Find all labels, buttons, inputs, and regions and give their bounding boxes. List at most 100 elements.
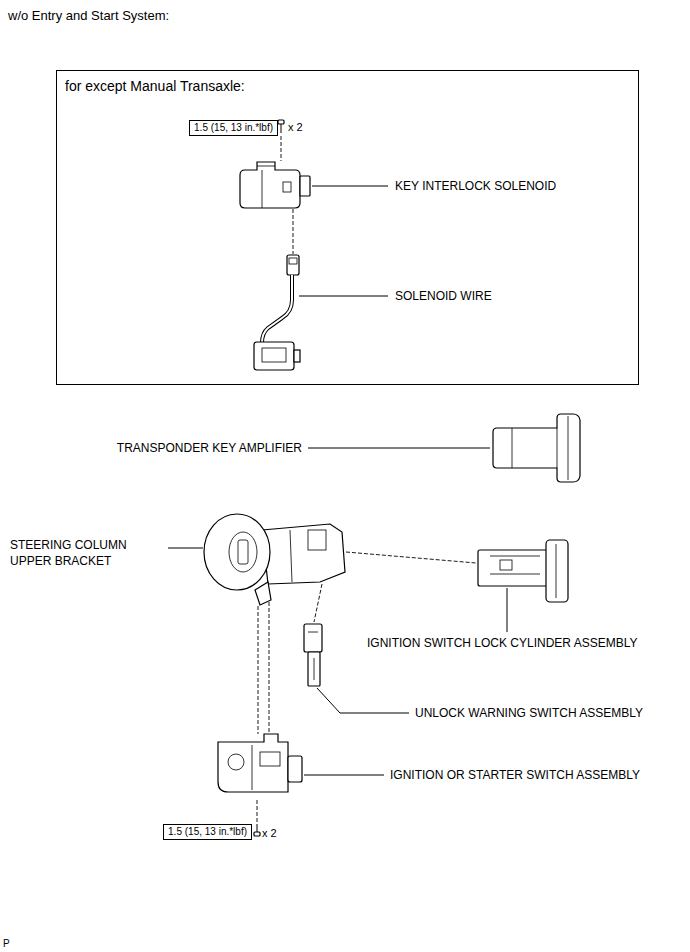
wire-drawing (262, 275, 292, 343)
leader-line (317, 688, 409, 713)
assembly-line (346, 552, 476, 563)
part-label: STEERING COLUMN UPPER BRACKET (10, 537, 160, 569)
title-text: w/o Entry and Start System: (8, 8, 169, 23)
bracket-drawing (204, 514, 270, 590)
label-text: IGNITION SWITCH LOCK CYLINDER ASSEMBLY (367, 635, 638, 651)
group-box: for except Manual Transaxle: 1.5 (15, 13 … (56, 70, 639, 385)
label-text: TRANSPONDER KEY AMPLIFIER (117, 440, 302, 456)
wire-drawing (262, 275, 292, 343)
bracket-drawing (255, 582, 271, 605)
label-text: SOLENOID WIRE (395, 288, 492, 304)
screw-symbol (278, 120, 284, 124)
switch-drawing (308, 632, 318, 633)
ignition-switch-drawing (252, 745, 253, 790)
screw-symbol (278, 120, 284, 133)
solenoid-drawing (300, 176, 310, 196)
label-text: UNLOCK WARNING SWITCH ASSEMBLY (415, 705, 643, 721)
screw-symbol (281, 124, 282, 133)
lock-cylinder-drawing (478, 550, 548, 586)
amplifier-drawing (512, 428, 513, 468)
leader-line (312, 186, 388, 187)
assembly-line (293, 209, 294, 254)
part-label: KEY INTERLOCK SOLENOID (395, 178, 556, 194)
leader-line (304, 775, 384, 776)
bracket-drawing (290, 530, 292, 582)
screw-symbol (254, 832, 260, 836)
part-label: IGNITION OR STARTER SWITCH ASSEMBLY (390, 767, 640, 783)
part-label: x 2 (262, 826, 277, 840)
wire-drawing (254, 255, 300, 370)
amplifier-drawing (493, 414, 580, 482)
lock-cylinder-drawing (556, 544, 557, 598)
leader-line (299, 296, 388, 297)
assembly-line (269, 602, 270, 734)
ignition-switch-drawing (260, 752, 280, 766)
node-text: 1.5 (15, 13 in.*lbf) (168, 826, 247, 838)
node-text: 1.5 (15, 13 in.*lbf) (194, 122, 273, 134)
lock-cylinder-drawing (478, 540, 568, 602)
ignition-switch-drawing (288, 756, 302, 782)
switch-drawing (314, 658, 315, 680)
label-text: IGNITION OR STARTER SWITCH ASSEMBLY (390, 767, 640, 783)
wire-drawing (262, 348, 286, 362)
part-label: TRANSPONDER KEY AMPLIFIER (117, 440, 302, 456)
lock-cylinder-drawing (490, 556, 540, 557)
bracket-drawing (204, 514, 345, 605)
solenoid-drawing (257, 166, 275, 167)
label-text: x 2 (288, 120, 303, 134)
label-text: KEY INTERLOCK SOLENOID (395, 178, 556, 194)
label-text: STEERING COLUMN UPPER BRACKET (10, 537, 160, 569)
leader-line (168, 548, 203, 549)
bracket-drawing (262, 524, 345, 584)
leader-line (507, 588, 508, 632)
amplifier-drawing (568, 416, 569, 480)
ignition-switch-drawing (218, 734, 288, 792)
ignition-switch-drawing (218, 734, 302, 792)
assembly-line (258, 606, 259, 734)
bracket-drawing (308, 530, 326, 550)
torque-spec-box: 1.5 (15, 13 in.*lbf) (189, 120, 278, 136)
torque-spec-box: 1.5 (15, 13 in.*lbf) (163, 824, 252, 840)
wire-drawing (289, 258, 297, 264)
lock-cylinder-drawing (490, 574, 540, 575)
leader-line (299, 296, 388, 297)
solenoid-drawing (262, 170, 263, 208)
assembly-line (281, 136, 282, 161)
label-text: x 2 (262, 826, 277, 840)
amplifier-drawing (557, 428, 558, 468)
part-label: P (3, 937, 10, 950)
wire-drawing (287, 255, 299, 275)
leader-line (507, 588, 508, 632)
lock-cylinder-drawing (500, 560, 512, 570)
bracket-drawing (229, 532, 257, 572)
screw-symbol (254, 824, 260, 836)
wire-drawing (254, 342, 294, 370)
solenoid-drawing (283, 182, 291, 192)
switch-drawing (304, 624, 322, 652)
leader-line (312, 186, 388, 187)
switch-drawing (308, 652, 320, 686)
assembly-line (257, 800, 258, 822)
lock-cylinder-drawing (546, 540, 568, 602)
leader-line (168, 548, 203, 549)
leader-line (308, 448, 490, 449)
screw-symbol (257, 824, 258, 832)
part-label: SOLENOID WIRE (395, 288, 492, 304)
part-label: x 2 (288, 120, 303, 134)
assembly-line (314, 584, 322, 622)
part-label: UNLOCK WARNING SWITCH ASSEMBLY (415, 705, 643, 721)
leader-line (308, 448, 490, 449)
leader-line (304, 775, 384, 776)
switch-drawing (304, 624, 322, 686)
solenoid-drawing (240, 162, 310, 208)
ignition-switch-drawing (228, 754, 244, 770)
bracket-drawing (238, 540, 248, 564)
part-label: IGNITION SWITCH LOCK CYLINDER ASSEMBLY (367, 635, 638, 651)
diagram-title: w/o Entry and Start System: (8, 8, 169, 23)
solenoid-drawing (240, 162, 300, 208)
wire-drawing (294, 350, 300, 362)
node-text: for except Manual Transaxle: (65, 78, 630, 95)
